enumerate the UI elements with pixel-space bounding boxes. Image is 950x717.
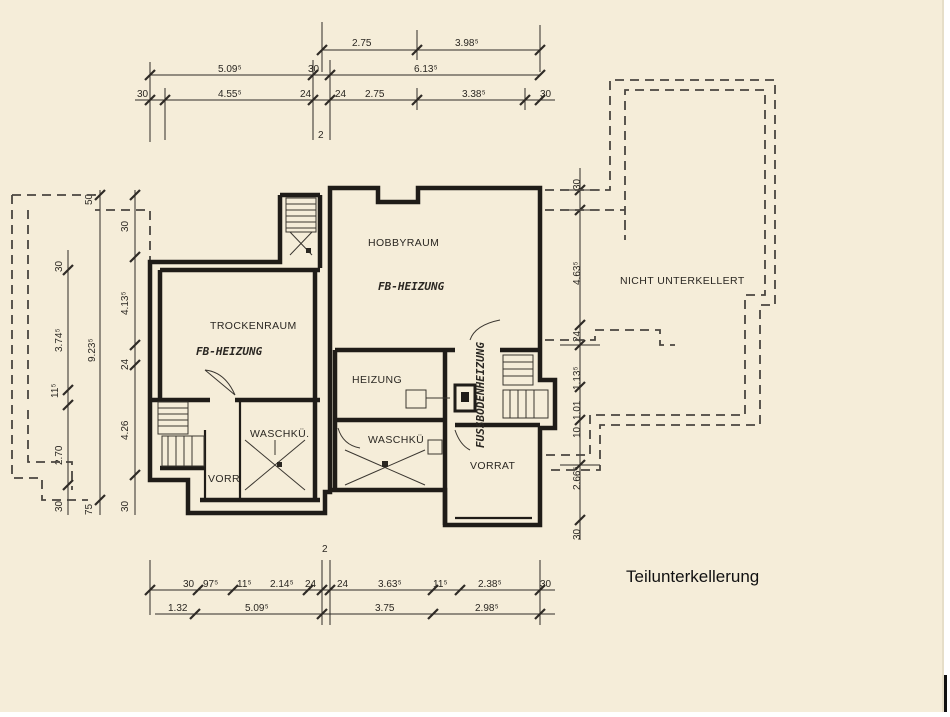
axis-mark-bottom: 2 [322, 544, 328, 555]
dim-top-r2-b: 30 [308, 64, 320, 75]
dim-left-small-b: 75 [84, 503, 95, 515]
dim-bottom-r1-g: 3.63⁵ [378, 579, 402, 590]
dim-left-outer-b: 3.74⁵ [54, 328, 65, 352]
dim-right-e: 1.01 [572, 400, 583, 420]
axis-mark-top: 2 [318, 130, 324, 141]
dim-top-r2-c: 6.13⁵ [414, 64, 438, 75]
room-note-fussbodenheizung: FUSSBODENHEIZUNG [474, 342, 487, 448]
label-nicht-unterkellert: NICHT UNTERKELLERT [620, 275, 745, 287]
dim-top-r3-e: 2.75 [365, 89, 385, 100]
dim-right-d: 1.13⁵ [572, 366, 583, 390]
right-dimension-chain: 30 4.63⁵ 24 1.13⁵ 1.01 10 2.66⁵ 30 [560, 168, 600, 540]
dim-top-r3-b: 4.55⁵ [218, 89, 242, 100]
dim-top-r3-a: 30 [137, 89, 149, 100]
room-label-vorr: VORR [208, 473, 240, 485]
dim-left-mid: 9.23⁵ [87, 338, 98, 362]
walls [147, 185, 558, 528]
plan-caption: Teilunterkellerung [626, 567, 759, 586]
dim-bottom-r2-d: 2.98⁵ [475, 603, 499, 614]
dim-top-r3-f: 3.38⁵ [462, 89, 486, 100]
dim-left-inner-e: 30 [120, 500, 131, 512]
dim-bottom-r1-j: 30 [540, 579, 552, 590]
dim-bottom-r1-e: 24 [305, 579, 317, 590]
dim-left-inner-d: 4.26 [120, 420, 131, 440]
dim-right-a: 30 [572, 178, 583, 190]
dim-left-inner-c: 24 [120, 358, 131, 370]
dim-bottom-r2-c: 3.75 [375, 603, 395, 614]
dim-bottom-r1-f: 24 [337, 579, 349, 590]
room-label-waschkueche-right: WASCHKÜ [368, 434, 424, 446]
dim-right-c: 24 [572, 330, 583, 342]
dim-bottom-r1-d: 2.14⁵ [270, 579, 294, 590]
dim-right-b: 4.63⁵ [572, 261, 583, 285]
dim-bottom-r1-i: 2.38⁵ [478, 579, 502, 590]
dim-left-inner-a: 30 [120, 220, 131, 232]
room-label-waschkueche-left: WASCHKÜ. [250, 428, 309, 440]
dim-top-r1-a: 2.75 [352, 38, 372, 49]
left-dimension-chains: 30 3.74⁵ 11⁵ 2.70 30 9.23⁵ 50 75 30 4.13… [50, 189, 141, 515]
room-note-trockenraum: FB-HEIZUNG [196, 345, 263, 358]
dim-bottom-r1-a: 30 [183, 579, 195, 590]
room-label-trockenraum: TROCKENRAUM [210, 320, 297, 332]
dim-right-h: 30 [572, 528, 583, 540]
dim-top-r2-a: 5.09⁵ [218, 64, 242, 75]
dim-top-r3-c: 24 [300, 89, 312, 100]
floor-drain-icons [244, 439, 443, 491]
dim-top-r1-b: 3.98⁵ [455, 38, 479, 49]
dashed-outlines [11, 79, 776, 501]
room-label-hobbyraum: HOBBYRAUM [368, 237, 439, 249]
dim-top-r3-g: 30 [540, 89, 552, 100]
dim-left-inner-b: 4.13⁵ [120, 291, 131, 315]
stair-top [285, 197, 317, 256]
dim-top-r3-d: 24 [335, 89, 347, 100]
dim-left-outer-c: 11⁵ [50, 383, 61, 398]
stair-left [157, 401, 205, 467]
dim-left-outer-e: 30 [54, 500, 65, 512]
door-swings [204, 319, 501, 451]
dim-bottom-r1-h: 11⁵ [433, 579, 448, 590]
bottom-dimension-chains: 30 97⁵ 11⁵ 2.14⁵ 24 24 3.63⁵ 11⁵ 2.38⁵ 3… [144, 544, 555, 625]
dim-right-f: 10 [572, 426, 583, 438]
top-dimension-chains: 2.75 3.98⁵ 5.09⁵ 30 6.13⁵ 30 4.55⁵ 24 24… [135, 22, 555, 142]
room-label-heizung: HEIZUNG [352, 374, 402, 386]
room-note-hobbyraum: FB-HEIZUNG [378, 280, 445, 293]
dim-bottom-r2-b: 5.09⁵ [245, 603, 269, 614]
edge-mark [944, 675, 947, 712]
room-labels: HOBBYRAUM FB-HEIZUNG TROCKENRAUM FB-HEIZ… [196, 237, 745, 485]
room-label-vorrat: VORRAT [470, 460, 516, 472]
dim-left-outer-a: 30 [54, 260, 65, 272]
dim-left-small-a: 50 [84, 193, 95, 205]
boiler-icon [405, 383, 477, 413]
dim-bottom-r2-a: 1.32 [168, 603, 188, 614]
dim-bottom-r1-c: 11⁵ [237, 579, 252, 590]
dim-right-g: 2.66⁵ [572, 466, 583, 490]
stair-right [502, 354, 549, 419]
dim-bottom-r1-b: 97⁵ [203, 579, 218, 590]
dim-left-outer-d: 2.70 [54, 445, 65, 465]
